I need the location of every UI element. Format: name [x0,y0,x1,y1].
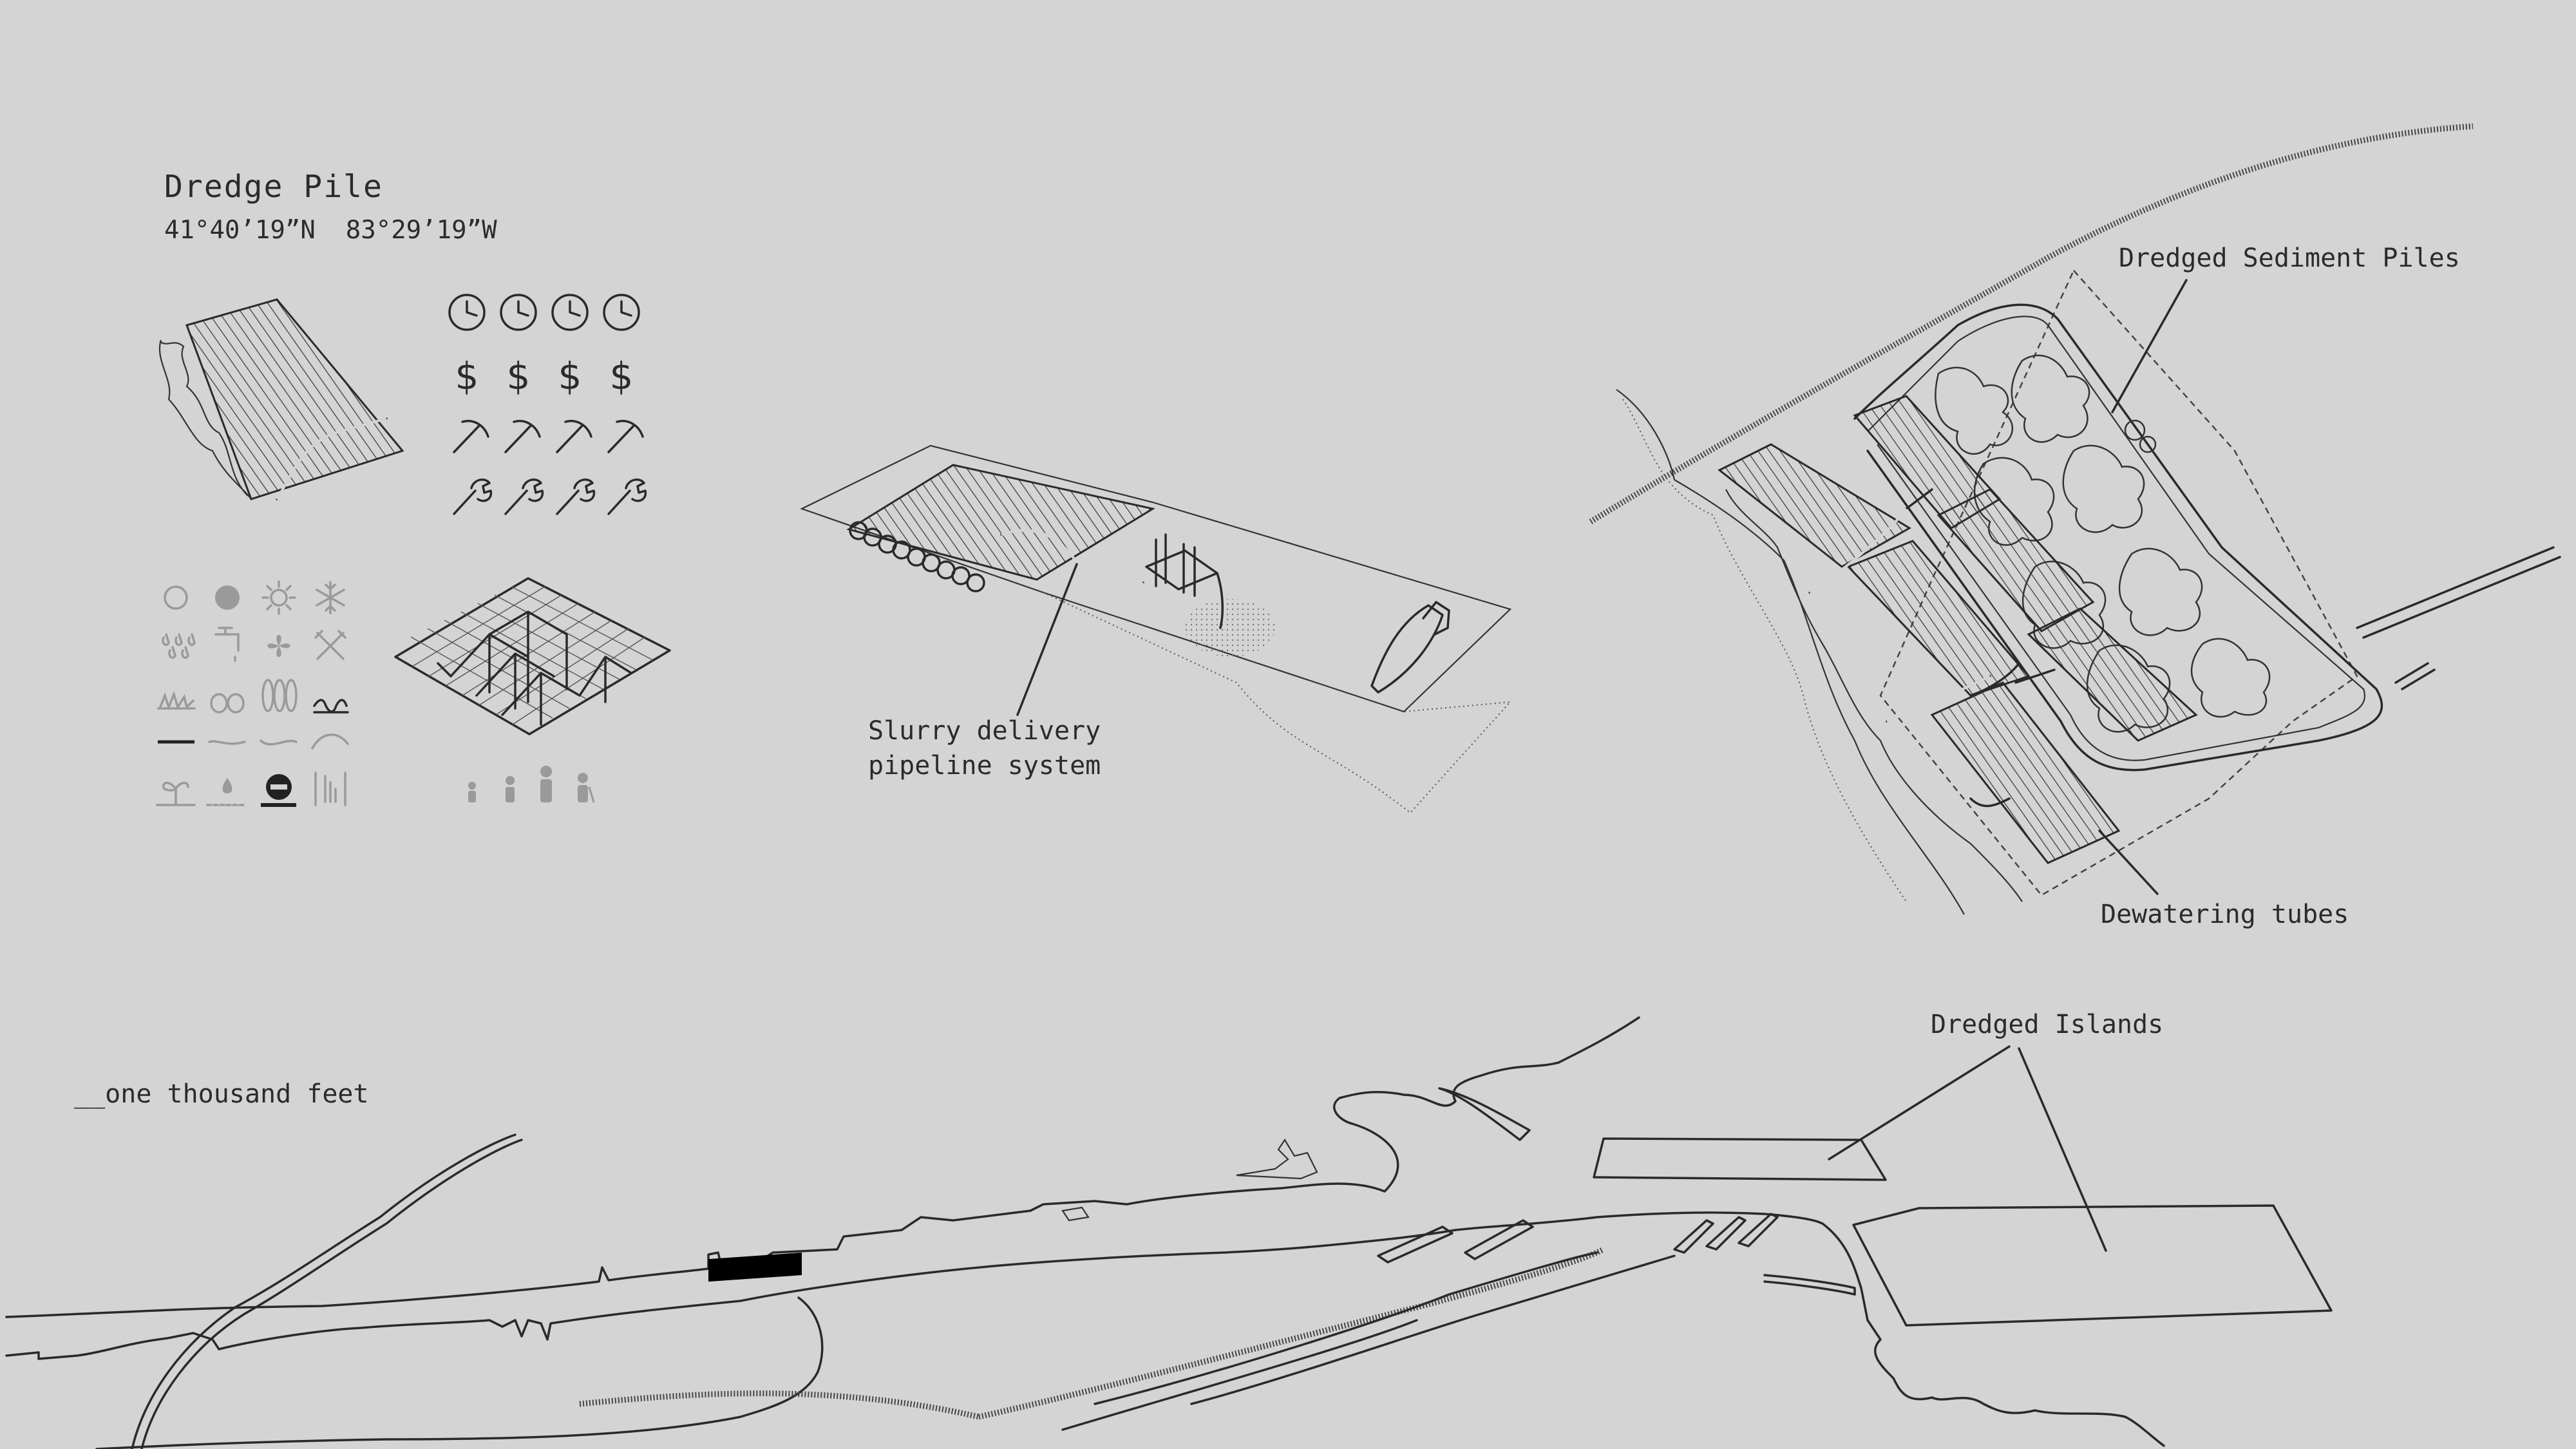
highlight-site-block [708,1252,802,1282]
dredged-island-south [1852,1204,2333,1327]
person-small-icon [506,776,515,802]
pickaxe-icon-row [453,420,644,453]
slurry-pipeline-drawing [800,444,1512,814]
tools-cross-icon [314,630,346,660]
empty-circle-icon [164,585,188,610]
wrench-icon [453,478,493,515]
dewatering-tubes-label: Dewatering tubes [2101,900,2349,929]
grass-icon [157,690,196,711]
snowflake-icon [316,581,345,614]
drop-icon [206,778,247,806]
sun-icon [261,580,296,615]
wrench-icon [504,478,544,515]
person-icon [540,766,552,802]
dredged-islands-label: Dredged Islands [1931,1010,2164,1039]
dollar-icon-row: $ $ $ $ [455,354,634,398]
no-entry-icon [261,774,296,807]
metric-icons: $ $ $ $ [448,294,647,515]
wrench-icon-row [453,478,647,515]
river-bank-north [5,1016,1640,1318]
line-wave-icon [208,740,246,745]
pump-station [1145,533,1224,629]
filled-circle-icon [215,585,240,610]
clock-icon [500,294,537,331]
dollar-icon: $ [455,354,479,398]
sediment-piles-label: Dredged Sediment Piles [2119,243,2460,273]
waves-icon [313,699,349,714]
slurry-label: Slurry delivery pipeline system [868,714,1101,783]
pickaxe-icon [556,420,592,453]
sprout-icon [156,781,196,806]
dewatering-tube-rows [1718,395,2198,864]
eggs-icon [210,693,245,714]
wrench-icon [607,478,647,515]
site-map [5,1016,2333,1449]
legend-title: Dredge Pile [164,169,383,205]
gauge-icon [314,772,346,806]
seeds-icon [261,679,298,712]
flower-icon [267,634,290,658]
line-curve-icon [260,739,298,746]
faucet-icon [214,627,240,662]
pickaxe-icon [453,420,489,453]
line-arc-icon [311,734,349,750]
slurry-label-line1: Slurry delivery [868,716,1101,746]
rail-line-left [140,1139,523,1449]
clock-icon [551,294,589,331]
east-bank [1821,1222,2165,1447]
condition-icons [156,580,349,807]
clock-icon-row [448,294,640,331]
slurry-label-line2: pipeline system [868,751,1101,781]
pyramid-grid [394,577,671,735]
dollar-icon: $ [507,354,531,398]
pickaxe-icon [607,420,644,453]
pickaxe-icon [504,420,541,453]
mini-dredge-pile [158,298,404,500]
people-icons [468,766,595,803]
clock-icon [603,294,640,331]
legend-coordinates: 41°40’19”N 83°29’19”W [164,216,497,245]
barge-icon [1370,601,1450,694]
railway-line [1589,123,2474,524]
dredge-site-plan [1589,123,2561,915]
child-icon [468,782,476,802]
rain-icon [162,633,196,659]
river-bank-south [5,1211,1824,1360]
wrench-icon [556,478,596,515]
walker-icon [578,773,595,803]
dredged-island-north [1593,1137,1887,1181]
speckle-zone [1185,599,1275,657]
scale-bar-label: __one thousand feet [74,1079,369,1109]
clock-icon [448,294,486,331]
dollar-icon: $ [558,354,582,398]
dollar-icon: $ [610,354,634,398]
